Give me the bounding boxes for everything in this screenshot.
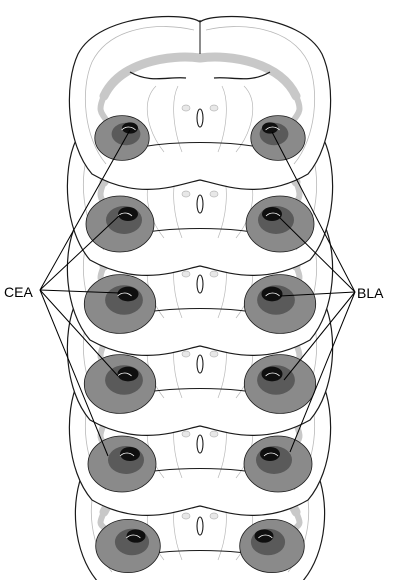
fibre-bundle [210,271,218,277]
cea-region-right [255,529,274,542]
third-ventricle [197,355,203,373]
third-ventricle [197,517,203,535]
fibre-bundle [182,351,190,357]
third-ventricle [197,195,203,213]
cea-label: CEA [4,284,33,300]
fibre-bundle [182,431,190,437]
fibre-bundle [182,191,190,197]
fibre-bundle [182,271,190,277]
fibre-bundle [210,105,218,111]
fibre-bundle [182,105,190,111]
fibre-bundle [210,191,218,197]
cea-region-right [262,367,283,382]
cea-region-right [260,447,280,461]
fibre-bundle [210,351,218,357]
third-ventricle [197,109,203,127]
bla-label: BLA [357,285,384,301]
fibre-bundle [210,431,218,437]
cea-region-right [262,287,283,302]
third-ventricle [197,435,203,453]
cea-region-right [262,207,282,221]
brain-section-1 [69,17,330,190]
third-ventricle [197,275,203,293]
cea-region-right [262,122,278,133]
brain-sections [67,17,332,580]
fibre-bundle [182,513,190,519]
fibre-bundle [210,513,218,519]
